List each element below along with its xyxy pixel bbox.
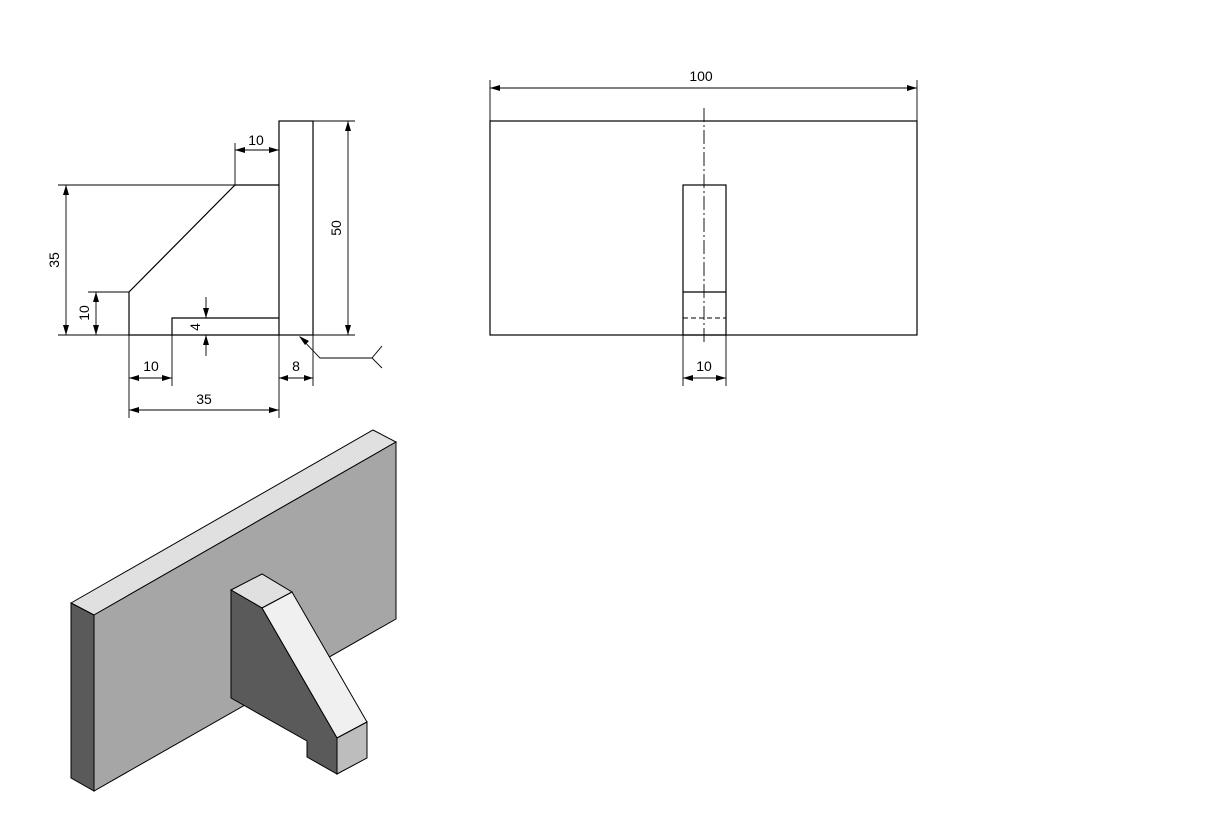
dim-plate-width: 100 [689, 68, 713, 84]
front-plate-outline [489, 120, 918, 336]
arrowhead [304, 375, 313, 381]
arrowhead [63, 325, 69, 335]
arrowhead [93, 292, 99, 302]
weld-arrowhead [299, 336, 309, 345]
arrowhead [129, 375, 139, 381]
dim-plate-height: 50 [328, 220, 344, 236]
arrowhead [203, 308, 209, 318]
dim-rib-width: 10 [696, 358, 712, 374]
iso-plate-side [70, 602, 95, 792]
arrowhead [269, 147, 279, 153]
arrowhead [907, 85, 917, 91]
dim-base-width: 35 [196, 391, 212, 407]
dim-left-height: 35 [46, 252, 62, 268]
side-view: 10 35 10 4 10 35 8 5 [46, 120, 383, 418]
arrowhead [345, 121, 351, 131]
iso-rib-side [230, 589, 338, 775]
weld-tail-icon [371, 345, 383, 369]
arrowhead [162, 375, 172, 381]
arrowhead [93, 325, 99, 335]
dim-top-offset: 10 [248, 132, 264, 148]
side-slot-outline [171, 317, 279, 335]
isometric-view [69, 429, 398, 792]
arrowhead [235, 147, 245, 153]
side-plate-outline [278, 120, 314, 336]
weld-leader [299, 336, 372, 359]
dim-slot-depth: 4 [187, 323, 203, 331]
dim-slot-width: 10 [143, 358, 159, 374]
arrowhead [490, 85, 500, 91]
dim-plate-thickness: 8 [292, 358, 300, 374]
dim-lower-height: 10 [76, 305, 92, 321]
arrowhead [63, 185, 69, 195]
arrowhead [269, 407, 279, 413]
arrowhead [203, 335, 209, 345]
side-rib-outline [128, 184, 279, 336]
arrowhead [716, 375, 726, 381]
arrowhead [279, 375, 288, 381]
front-rib-outline [682, 184, 727, 336]
front-view: 100 10 [489, 68, 918, 386]
arrowhead [683, 375, 693, 381]
arrowhead [129, 407, 139, 413]
arrowhead [345, 325, 351, 335]
